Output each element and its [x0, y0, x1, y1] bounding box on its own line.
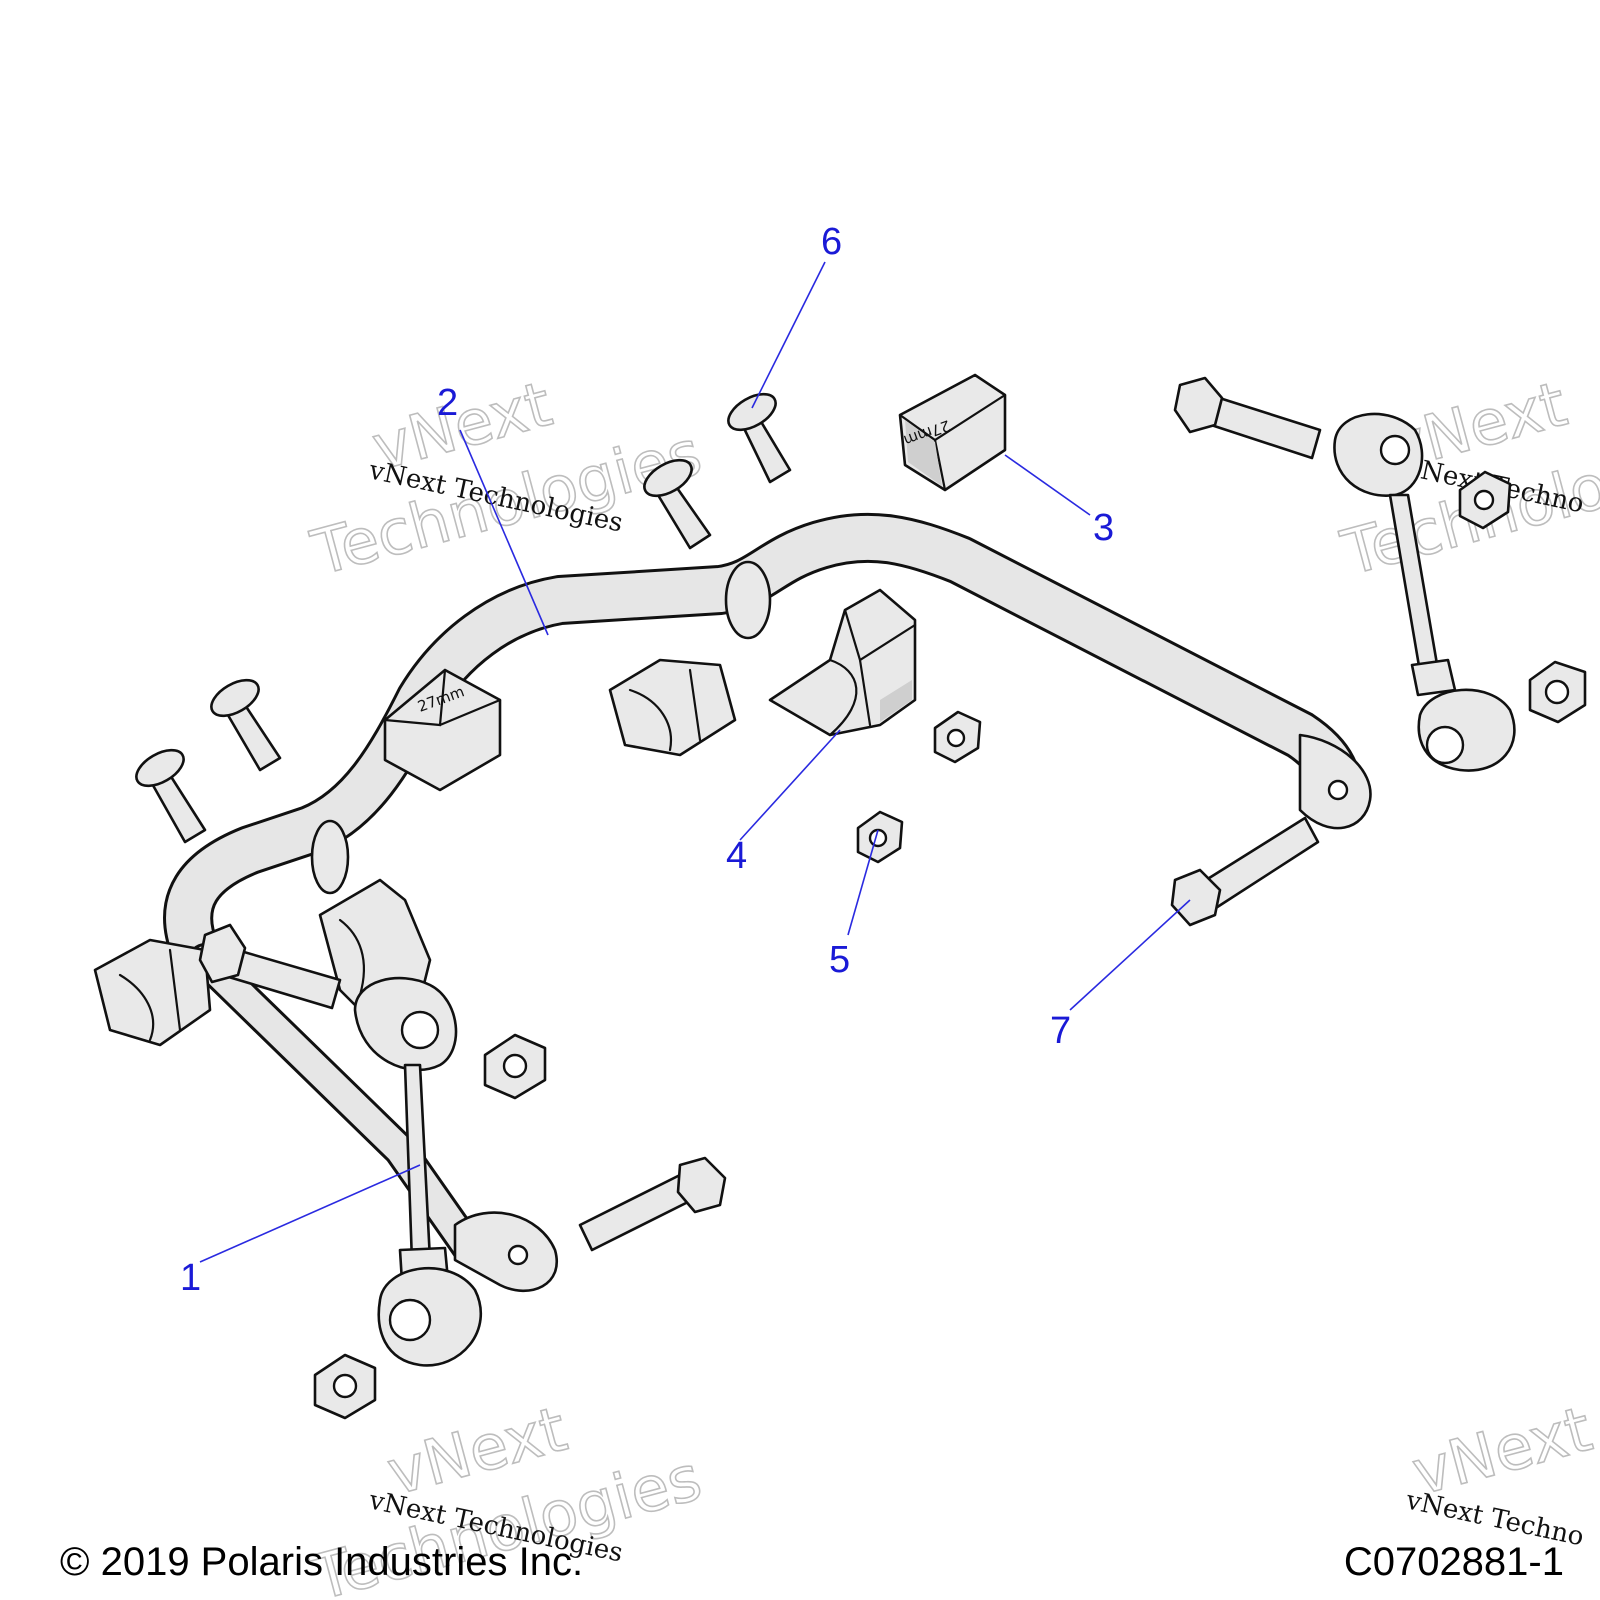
callout-1: 1 [180, 1257, 201, 1299]
leader-1 [199, 1164, 421, 1263]
bracket-half-center-left [608, 658, 737, 757]
bracket-part-4 [768, 588, 917, 737]
copyright-notice: © 2019 Polaris Industries Inc. [60, 1540, 584, 1584]
leader-7 [1069, 899, 1191, 1011]
bolt-lower-left [578, 1156, 727, 1252]
nut-bottom-left [313, 1353, 377, 1420]
bolt-carriage-4 [135, 748, 207, 844]
nut-lower-left [483, 1033, 547, 1100]
bolt-carriage-3 [210, 678, 282, 772]
bracket-half-far-left [93, 938, 212, 1047]
callout-6: 6 [821, 221, 842, 263]
nut-center [933, 710, 982, 764]
bolt-part-6 [727, 392, 792, 484]
callout-2: 2 [437, 382, 458, 424]
leader-4 [739, 729, 841, 841]
stabilizer-bar-left-arm [188, 943, 558, 1293]
leader-3 [1004, 454, 1091, 516]
bushing-part-3: 27mm [898, 373, 1007, 492]
nut-part-5 [856, 810, 904, 864]
link-part-1 [353, 976, 482, 1367]
bolt-left-through [198, 923, 342, 1010]
callout-7: 7 [1050, 1010, 1071, 1052]
nut-right-lower [1528, 660, 1587, 724]
bar-bushing-left: 27mm [383, 668, 502, 792]
callout-3: 3 [1093, 507, 1114, 549]
callout-5: 5 [829, 939, 850, 981]
bolt-part-7 [1170, 816, 1320, 927]
link-right [1333, 412, 1516, 772]
callout-4: 4 [726, 835, 747, 877]
watermark-bottom-right: vNext vNext Techno [1403, 1391, 1600, 1552]
leader-2 [459, 429, 549, 636]
leader-5 [847, 829, 879, 936]
bolt-carriage-2 [643, 458, 712, 550]
diagram-code: C0702881-1 [1343, 1540, 1564, 1584]
leader-6 [751, 261, 826, 409]
nut-right-upper [1458, 470, 1512, 530]
bolt-right-upper [1173, 376, 1322, 460]
